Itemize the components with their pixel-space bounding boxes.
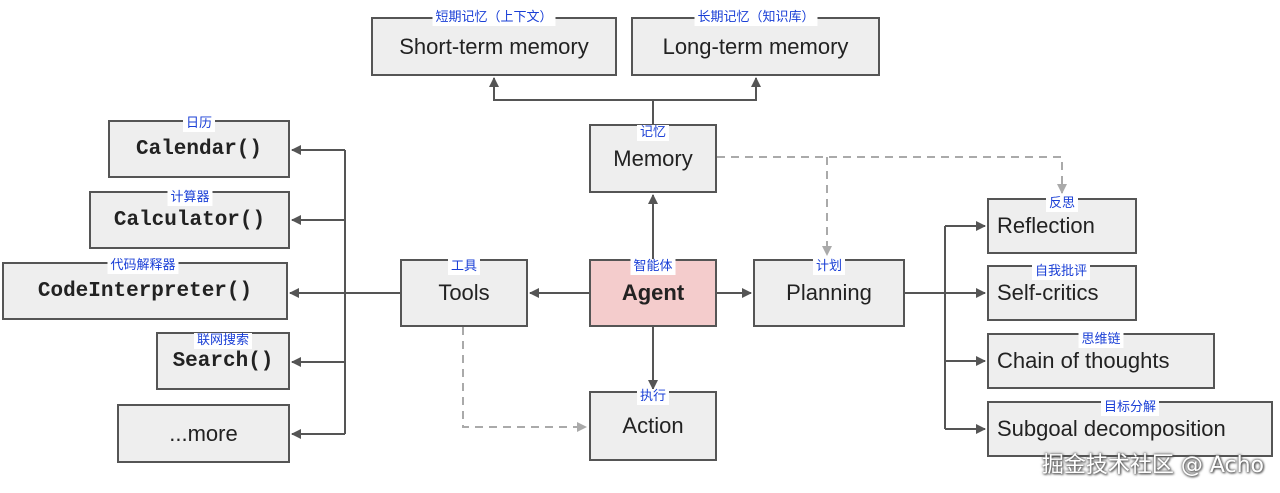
search-cn-label: 联网搜索 xyxy=(193,333,253,349)
agent-cn-label: 智能体 xyxy=(630,259,676,275)
subgoal-decomposition-label: Subgoal decomposition xyxy=(997,416,1226,441)
long-term-memory-label: Long-term memory xyxy=(662,33,849,59)
arrow-memory-to-short-term xyxy=(489,77,654,124)
watermark: 掘金技术社区 @ Acho xyxy=(1041,453,1264,478)
planning-bus-line xyxy=(905,226,946,429)
long-term-memory-box: Long-term memory xyxy=(631,17,880,76)
self-critics-cn-label: 自我批评 xyxy=(1031,264,1091,280)
short-term-memory-cn-label: 短期记忆（上下文） xyxy=(432,10,556,26)
self-critics-label: Self-critics xyxy=(997,280,1099,305)
calendar-label: Calendar() xyxy=(135,137,263,161)
tools-cn-label: 工具 xyxy=(447,259,481,275)
tools-label: Tools xyxy=(438,280,490,305)
code-interpreter-label: CodeInterpreter() xyxy=(37,279,253,303)
more-label: ...more xyxy=(169,420,238,446)
action-label: Action xyxy=(622,413,684,438)
planning-label: Planning xyxy=(786,280,872,305)
tools-bus-line xyxy=(344,150,400,434)
arrow-memory-to-long-term xyxy=(653,77,761,101)
dashed-memory-to-reflection xyxy=(717,156,1067,194)
action-cn-label: 执行 xyxy=(636,389,670,405)
agent-label: Agent xyxy=(621,280,685,305)
reflection-cn-label: 反思 xyxy=(1045,196,1079,212)
code-interpreter-cn-label: 代码解释器 xyxy=(107,258,179,274)
short-term-memory-label: Short-term memory xyxy=(399,33,589,59)
chain-of-thoughts-label: Chain of thoughts xyxy=(997,348,1170,373)
chain-of-thoughts-cn-label: 思维链 xyxy=(1078,332,1124,348)
calendar-cn-label: 日历 xyxy=(182,116,216,132)
memory-label: Memory xyxy=(613,145,693,171)
subgoal-decomposition-cn-label: 目标分解 xyxy=(1100,400,1160,416)
memory-cn-label: 记忆 xyxy=(636,125,670,141)
reflection-label: Reflection xyxy=(997,213,1095,238)
search-label: Search() xyxy=(172,349,274,373)
calculator-cn-label: 计算器 xyxy=(167,190,213,206)
planning-cn-label: 计划 xyxy=(812,259,846,275)
long-term-memory-cn-label: 长期记忆（知识库） xyxy=(694,10,818,26)
dashed-tools-to-action xyxy=(462,327,587,432)
calculator-label: Calculator() xyxy=(113,208,266,232)
more-box: ...more xyxy=(117,404,290,463)
self-critics-box: Self-critics xyxy=(987,265,1137,321)
